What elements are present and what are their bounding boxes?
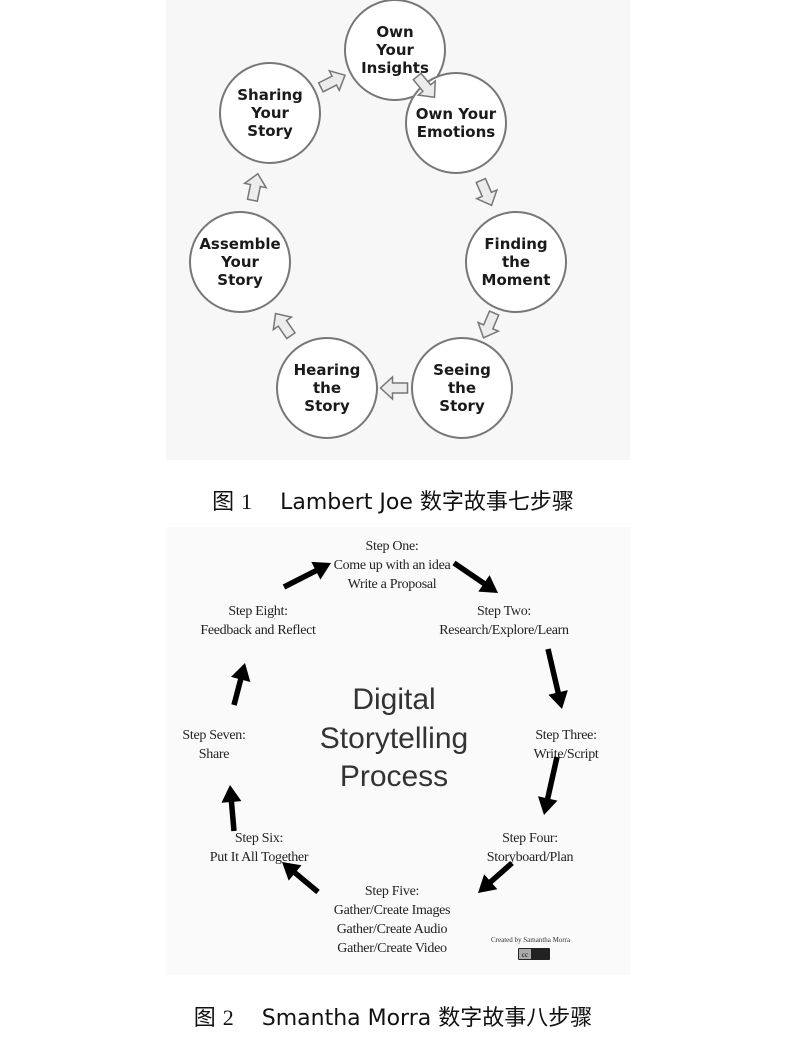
step-label-line: Step Five: xyxy=(365,884,419,899)
step-circle-label: Your xyxy=(220,253,259,271)
step-circle-label: Own xyxy=(376,23,413,41)
flow-arrow-icon xyxy=(476,310,501,339)
figure-1-caption-text: Lambert Joe 数字故事七步骤 xyxy=(280,490,574,515)
step-label: Step Seven: Share xyxy=(182,728,246,762)
step-circle-label: Finding xyxy=(484,235,547,253)
flow-arrow-icon xyxy=(231,662,251,706)
creative-commons-license-icon: cc xyxy=(518,948,550,960)
step-circle-label: Emotions xyxy=(417,123,495,141)
center-title-line: Digital xyxy=(352,683,435,716)
step-label: Step Eight: Feedback and Reflect xyxy=(200,604,316,638)
step-label-line: Share xyxy=(199,747,229,762)
step-circle-label: Insights xyxy=(361,59,429,77)
figure-2-caption-number: 2 xyxy=(222,1005,234,1030)
figure-2-caption: 图 2 Smantha Morra 数字故事八步骤 xyxy=(0,1000,786,1032)
step-circle-label: Moment xyxy=(482,271,551,289)
step-label-line: Step Three: xyxy=(535,728,596,743)
figure-2-caption-text: Smantha Morra 数字故事八步骤 xyxy=(261,1006,593,1031)
flow-arrow-icon xyxy=(412,72,437,99)
center-title-line: Storytelling xyxy=(320,722,468,755)
step-circle-label: Story xyxy=(247,122,293,140)
flow-arrow-icon xyxy=(281,861,320,895)
figure-1-caption: 图 1 Lambert Joe 数字故事七步骤 xyxy=(0,484,786,516)
flow-arrow-icon xyxy=(545,648,568,710)
step-label-line: Step Two: xyxy=(477,604,531,619)
figure-1-caption-label: 图 xyxy=(212,490,235,515)
step-label-line: Gather/Create Video xyxy=(337,941,447,956)
step-label-line: Write/Script xyxy=(533,747,598,762)
step-label-line: Come up with an idea xyxy=(334,558,452,573)
step-label-line: Step Seven: xyxy=(182,728,245,743)
step-circle-label: Own Your xyxy=(416,105,497,123)
step-circle-label: Hearing xyxy=(294,361,361,379)
step-circle-label: Sharing xyxy=(237,86,303,104)
step-circle-label: Seeing xyxy=(433,361,491,379)
flow-arrow-icon xyxy=(537,756,560,815)
step-circle-label: the xyxy=(313,379,341,397)
step-label: Step Two: Research/Explore/Learn xyxy=(439,604,569,638)
step-label-line: Step Four: xyxy=(502,831,558,846)
flow-arrow-icon xyxy=(452,560,498,593)
step-circle-label: Story xyxy=(439,397,485,415)
flow-arrow-icon xyxy=(379,375,409,401)
step-circle-label: Assemble xyxy=(199,235,280,253)
step-label-line: Gather/Create Audio xyxy=(337,922,448,937)
step-circle-label: the xyxy=(502,253,530,271)
step-circle-label: the xyxy=(448,379,476,397)
step-label-line: Gather/Create Images xyxy=(334,903,450,918)
flow-arrow-icon xyxy=(272,312,297,340)
step-label-line: Research/Explore/Learn xyxy=(439,623,569,638)
step-label-line: Put It All Together xyxy=(210,850,309,865)
flow-arrow-icon xyxy=(317,69,346,93)
step-label-line: Step Six: xyxy=(235,831,283,846)
step-label-line: Step One: xyxy=(366,539,419,554)
step-label-line: Feedback and Reflect xyxy=(200,623,316,638)
flow-arrow-icon xyxy=(242,172,268,203)
step-label-line: Storyboard/Plan xyxy=(487,850,574,865)
step-circle-label: Story xyxy=(217,271,263,289)
step-circle-label: Your xyxy=(250,104,289,122)
figure-2-caption-label: 图 xyxy=(193,1006,216,1031)
step-label-line: Step Eight: xyxy=(228,604,287,619)
step-label-line: Write a Proposal xyxy=(348,577,437,592)
step-circle-label: Story xyxy=(304,397,350,415)
step-label: Step Four: Storyboard/Plan xyxy=(487,831,574,865)
figure-1-caption-number: 1 xyxy=(241,489,253,514)
flow-arrow-icon xyxy=(478,860,514,893)
step-label: Step Five: Gather/Create ImagesGather/Cre… xyxy=(334,884,451,956)
flow-arrow-icon xyxy=(474,177,499,207)
step-label: Step Six: Put It All Together xyxy=(210,831,309,865)
flow-arrow-icon xyxy=(221,784,242,832)
license-badge-text: cc xyxy=(522,951,528,959)
flow-arrow-icon xyxy=(282,561,332,590)
step-label: Step Three: Write/Script xyxy=(533,728,599,762)
credit-note: Created by Samantha Morra xyxy=(491,936,571,944)
step-circle-label: Your xyxy=(375,41,414,59)
center-title-line: Process xyxy=(340,760,448,793)
